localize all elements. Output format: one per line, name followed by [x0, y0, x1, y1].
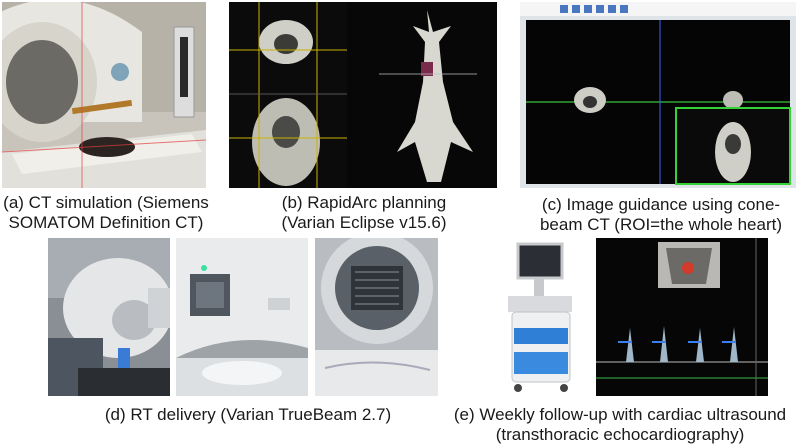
- caption-c: (c) Image guidance using cone- beam CT (…: [539, 195, 783, 234]
- caption-e: (e) Weekly follow-up with cardiac ultras…: [453, 405, 787, 444]
- photo-rt-delivery-3: [315, 238, 438, 396]
- photo-ultrasound-machine: [480, 238, 590, 396]
- caption-b: (b) RapidArc planning (Varian Eclipse v1…: [281, 193, 447, 232]
- caption-d: (d) RT delivery (Varian TrueBeam 2.7): [104, 405, 392, 424]
- screen-rapidarc-planning: [229, 2, 497, 188]
- caption-a: (a) CT simulation (Siemens SOMATOM Defin…: [3, 193, 209, 232]
- photo-ct-simulation: [2, 2, 206, 188]
- screen-cone-beam-ct: [520, 2, 796, 188]
- screen-echocardiography: [596, 238, 768, 396]
- photo-rt-delivery-1: [48, 238, 170, 396]
- photo-rt-delivery-2: [176, 238, 308, 396]
